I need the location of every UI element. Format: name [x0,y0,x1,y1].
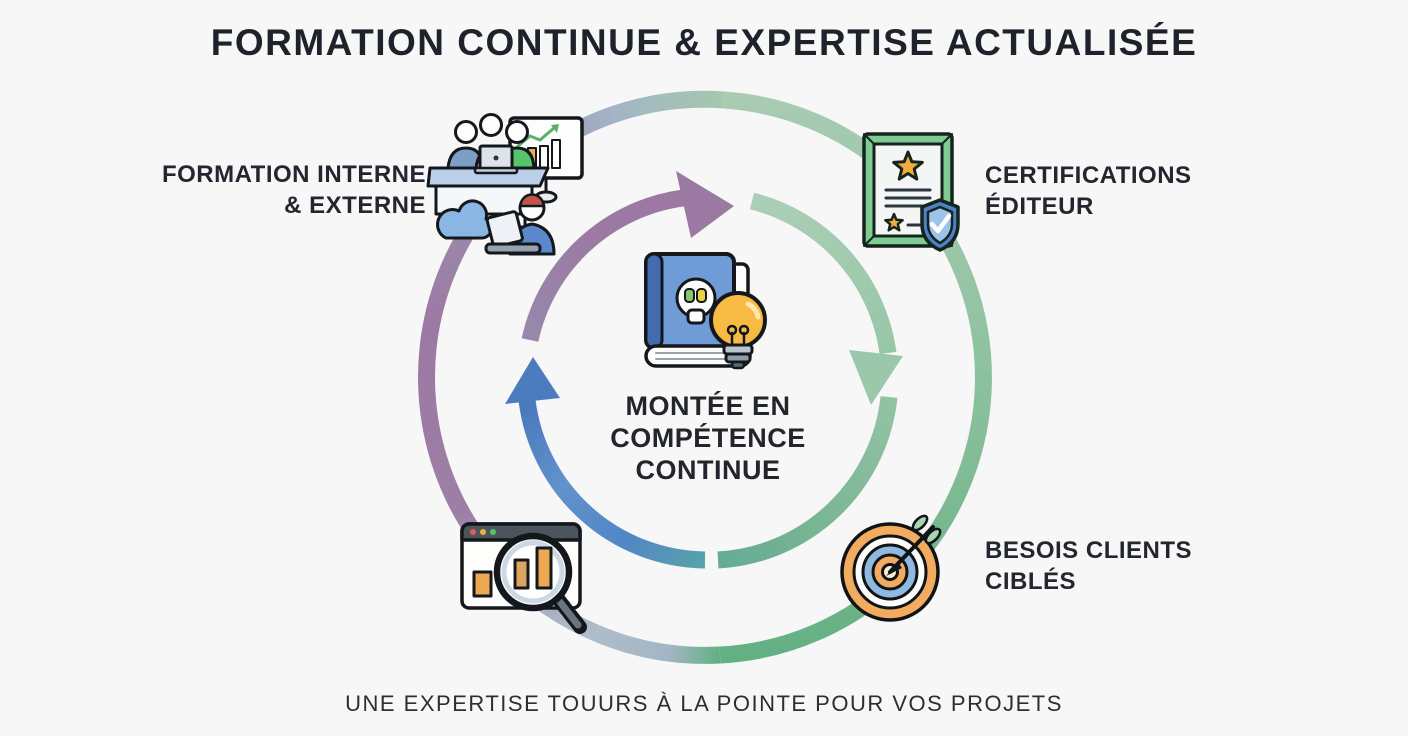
label-line: MONTÉE EN [625,391,791,421]
label-line: CONTINUE [635,455,781,485]
label-line: BESOIS CLIENTS [985,537,1193,564]
cycle-arrow-purple-arc [521,189,685,342]
green-arrowhead-icon [849,350,903,405]
label-line: & EXTERNE [284,192,426,219]
person-laptop-icon [484,193,556,256]
book-lightbulb-icon [644,252,767,370]
label-line: COMPÉTENCE [610,423,806,453]
small-star-icon [884,212,904,232]
magnifier-lens [493,532,573,612]
label-line: FORMATION INTERNE [161,161,426,188]
outer-ring-bottom-blend-arc [592,625,721,664]
page-title: FORMATION CONTINUE & EXPERTISE ACTUALISÉ… [210,22,1198,63]
cycle-green-lower-arc [717,396,898,569]
dart-tip [886,562,902,576]
target-arrow-icon [840,514,942,622]
star-icon [892,150,924,181]
lightbulb-icon [709,291,767,370]
label-besoins-clients-cibles: BESOIS CLIENTS CIBLÉS [985,535,1192,597]
label-certifications-editeur: CERTIFICATIONS ÉDITEUR [985,160,1192,222]
blue-arrowhead-icon [505,357,560,404]
fletching-leaf [911,514,929,532]
browser-magnifier-icon [460,522,587,634]
label-line: ÉDITEUR [985,193,1094,220]
certificate-shield-icon [862,132,960,252]
inner-cycle [505,171,903,569]
label-line: CERTIFICATIONS [985,162,1192,189]
cycle-arrow-blue-arc [518,398,706,569]
label-line: CIBLÉS [985,568,1077,595]
fletching-leaf [924,527,942,545]
outer-ring-green-arc [719,91,992,664]
purple-arrowhead-icon [676,171,734,238]
center-label-montee-en-competence: MONTÉE EN COMPÉTENCE CONTINUE [553,390,863,486]
shield-check-icon [920,198,960,252]
team-training-icon [426,113,584,256]
footer-tagline: UNE EXPERTISE TOUURS À LA POINTE POUR VO… [345,691,1063,716]
cycle-arrow-green-arc [749,192,897,355]
label-formation-interne-externe: FORMATION INTERNE & EXTERNE [118,159,426,221]
